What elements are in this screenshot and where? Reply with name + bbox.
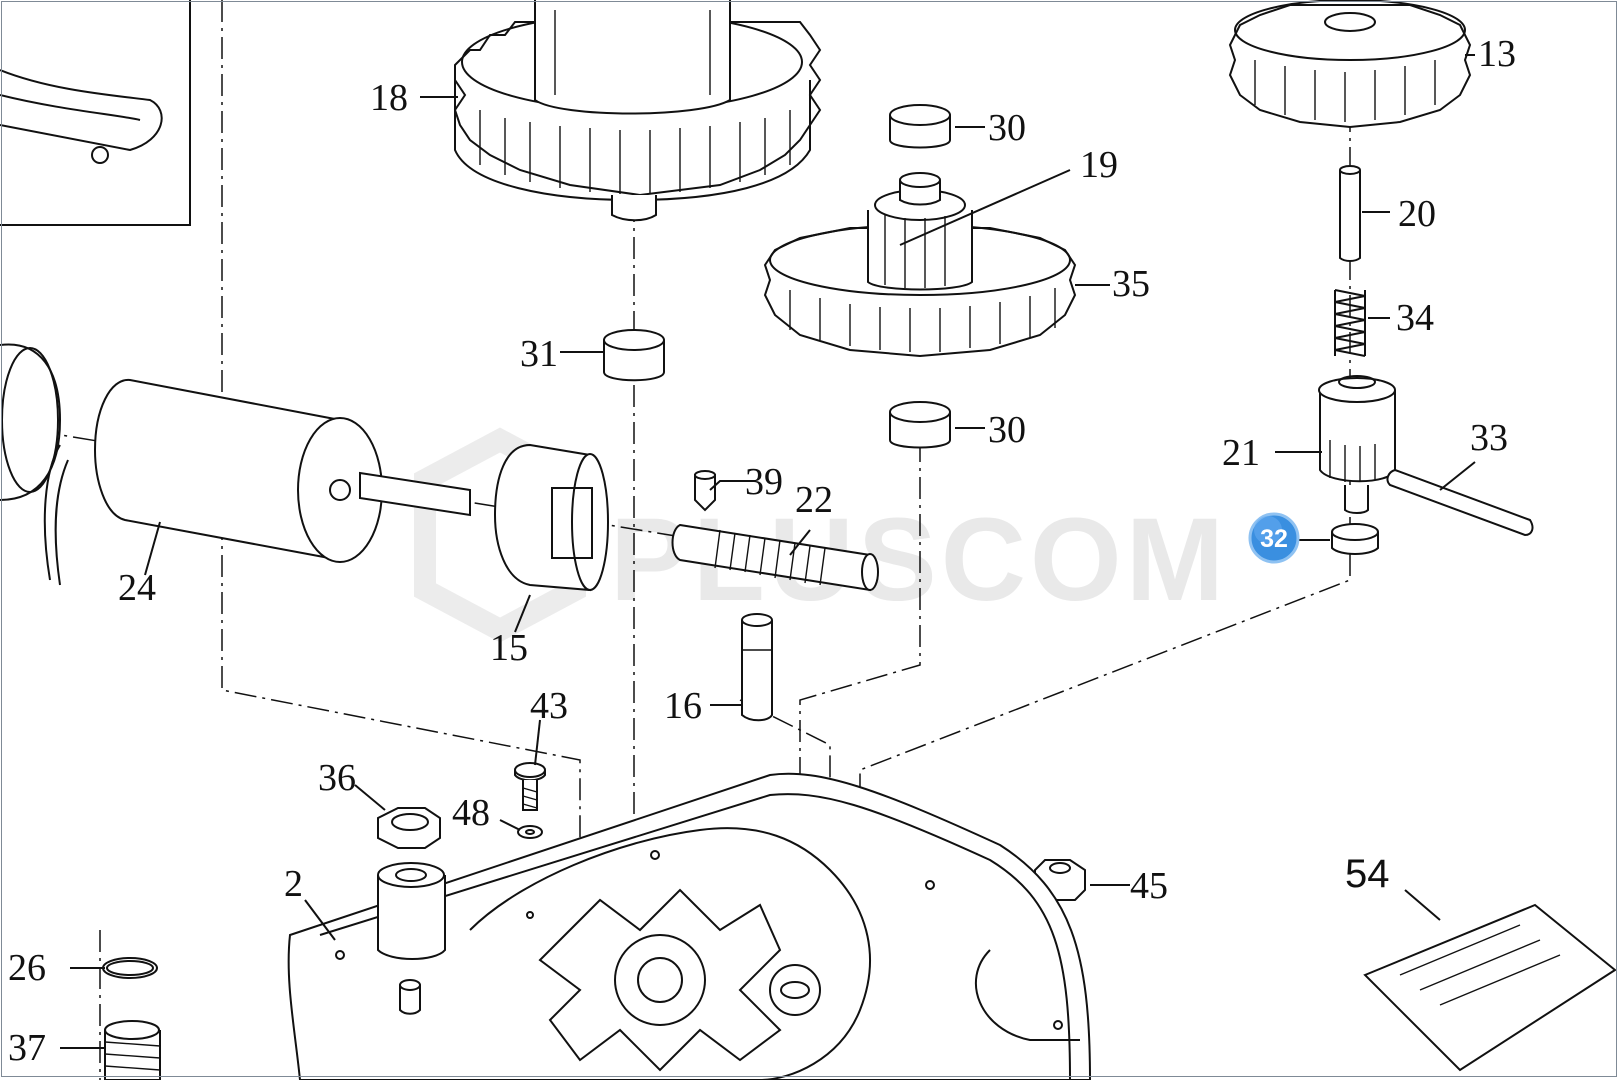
label-45: 45 xyxy=(1130,865,1168,907)
label-20: 20 xyxy=(1398,193,1436,235)
label-18: 18 xyxy=(370,77,408,119)
part-19-pinion xyxy=(867,172,973,291)
label-48: 48 xyxy=(452,792,490,834)
part-43-bolt xyxy=(514,762,546,811)
part-36-nut xyxy=(377,807,441,849)
label-35: 35 xyxy=(1112,263,1150,305)
label-30-upper: 30 xyxy=(988,107,1026,149)
part-54-manual xyxy=(1363,903,1617,1072)
inset-detail-box xyxy=(0,0,191,226)
part-35-gear xyxy=(763,224,1077,358)
part-39-screw xyxy=(694,470,716,512)
part-26-o-ring xyxy=(102,957,158,979)
label-37: 37 xyxy=(8,1027,46,1069)
part-21-clutch xyxy=(1318,375,1396,514)
part-30-lower-bushing xyxy=(889,401,951,449)
label-2: 2 xyxy=(284,863,303,905)
part-37-fitting xyxy=(104,1020,161,1081)
label-30-lower: 30 xyxy=(988,409,1026,451)
label-24: 24 xyxy=(118,567,156,609)
part-31-bushing xyxy=(603,329,665,382)
part-48-washer xyxy=(517,825,543,839)
part-16-shaft xyxy=(741,613,773,722)
part-15-coupling xyxy=(493,443,609,592)
part-32-washer xyxy=(1331,523,1379,555)
label-54: 54 xyxy=(1345,852,1390,896)
label-19: 19 xyxy=(1080,144,1118,186)
part-24-motor xyxy=(0,343,471,586)
highlight-badge-32[interactable]: 32 xyxy=(1248,512,1300,564)
label-21: 21 xyxy=(1222,432,1260,474)
label-43: 43 xyxy=(530,685,568,727)
leader-lines xyxy=(60,54,1476,1049)
highlight-badge-label[interactable]: 32 xyxy=(1260,525,1288,553)
part-18-large-gear xyxy=(453,0,822,222)
part-20-pin xyxy=(1339,165,1361,262)
label-26: 26 xyxy=(8,947,46,989)
label-36: 36 xyxy=(318,757,356,799)
part-labels: 18 13 30 19 35 20 34 31 30 21 33 39 22 2… xyxy=(8,33,1516,1069)
part-30-upper-bushing xyxy=(889,104,951,149)
part-22-worm-shaft xyxy=(671,523,879,592)
label-39: 39 xyxy=(745,461,783,503)
label-15: 15 xyxy=(490,627,528,669)
label-13: 13 xyxy=(1478,33,1516,75)
label-34: 34 xyxy=(1396,297,1434,339)
part-2-base-housing xyxy=(287,772,1092,1081)
part-13-gear xyxy=(1228,0,1472,129)
label-22: 22 xyxy=(795,479,833,521)
label-33: 33 xyxy=(1470,417,1508,459)
part-34-spring xyxy=(1334,289,1366,357)
label-16: 16 xyxy=(664,685,702,727)
label-31: 31 xyxy=(520,333,558,375)
part-33-pin xyxy=(1386,468,1534,537)
